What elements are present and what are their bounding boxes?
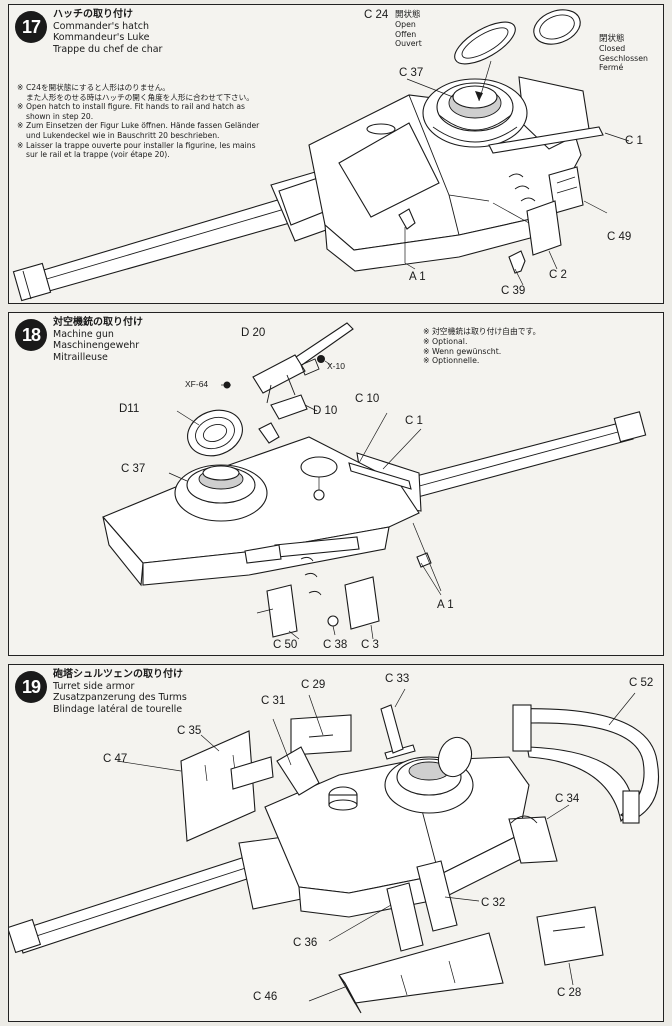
note-line: ※Wenn gewünscht.: [423, 346, 502, 356]
step-title-jp: 対空機銃の取り付け: [53, 317, 143, 328]
part-label: C 32: [481, 897, 506, 909]
part-label: C 47: [103, 753, 128, 765]
part-label: C 50: [273, 639, 298, 651]
note-line: ※Laisser la trappe ouverte pour installe…: [17, 140, 256, 160]
part-label: C 49: [607, 231, 632, 243]
part-label: D 20: [241, 327, 266, 339]
step-title-jp: ハッチの取り付け: [53, 9, 133, 20]
step-title-fr: Mitrailleuse: [53, 351, 108, 363]
part-label: C 37: [121, 463, 146, 475]
part-label: C 36: [293, 937, 318, 949]
step-title-fr: Blindage latéral de tourelle: [53, 703, 183, 715]
part-label: D11: [119, 403, 140, 415]
part-label: C 28: [557, 987, 582, 999]
step-number-badge: 17: [15, 11, 47, 43]
step-title-de: Kommandeur's Luke: [53, 32, 150, 43]
note-line: ※Open hatch to install figure. Fit hands…: [17, 102, 245, 121]
step-title-de: Maschinengewehr: [53, 340, 140, 351]
closed-state-caption: 閉状態 Closed Geschlossen Fermé: [599, 34, 648, 73]
part-label: A 1: [437, 599, 454, 611]
step-notes: ※C24を開状態にすると人形はのりません。 また人形をのせる時はハッチの開く角度…: [17, 83, 262, 160]
note-line: ※Optionnelle.: [423, 356, 480, 366]
part-label: X-10: [327, 361, 345, 371]
part-label: C 33: [385, 673, 410, 685]
part-label: C 35: [177, 725, 202, 737]
optional-note: ※対空機銃は取り付け自由です。 ※Optional. ※Wenn gewünsc…: [423, 327, 540, 366]
note-line: ※C24を開状態にすると人形はのりません。: [17, 83, 170, 92]
part-label: C 3: [361, 639, 379, 651]
part-label: C 1: [625, 135, 643, 147]
step-19-panel: 19 砲塔シュルツェンの取り付け Turret side armor Zusat…: [8, 664, 664, 1022]
step-title-block: 対空機銃の取り付け Machine gun Maschinengewehr Mi…: [53, 317, 143, 363]
part-label: C 1: [405, 415, 423, 427]
open-state-caption: 開状態 Open Offen Ouvert: [395, 10, 422, 49]
part-label: C 34: [555, 793, 580, 805]
note-line: ※Zum Einsetzen der Figur Luke öffnen. Hä…: [17, 121, 260, 140]
part-label: C 52: [629, 677, 654, 689]
step-title-block: ハッチの取り付け Commander's hatch Kommandeur's …: [53, 9, 162, 55]
step-title-de: Zusatzpanzerung des Turms: [53, 692, 187, 703]
part-label: C 29: [301, 679, 326, 691]
side-armor-drawing: [9, 688, 660, 1014]
part-label: A 1: [409, 271, 426, 283]
part-label: C 31: [261, 695, 286, 707]
note-line: また人形をのせる時はハッチの開く角度を人形に合わせて下さい。: [26, 92, 254, 102]
part-label: C 38: [323, 639, 348, 651]
step-18-panel: 18 対空機銃の取り付け Machine gun Maschinengewehr…: [8, 312, 664, 656]
part-label: C 24: [364, 9, 389, 21]
part-label: D 10: [313, 405, 338, 417]
machine-gun-drawing: [102, 322, 647, 640]
step-title-jp: 砲塔シュルツェンの取り付け: [53, 669, 183, 680]
step-title-en: Turret side armor: [53, 680, 135, 692]
step-number-badge: 19: [15, 671, 47, 703]
step-title-en: Machine gun: [53, 328, 114, 340]
note-line: ※対空機銃は取り付け自由です。: [423, 327, 541, 336]
turret-hatch-drawing: [12, 9, 630, 302]
part-label: C 37: [399, 67, 424, 79]
step-title-en: Commander's hatch: [53, 20, 149, 32]
step-title-fr: Trappe du chef de char: [53, 43, 163, 55]
part-label: C 10: [355, 393, 380, 405]
part-label: C 39: [501, 285, 526, 297]
step-number-badge: 18: [15, 319, 47, 351]
part-label: C 2: [549, 269, 567, 281]
step-17-panel: 17 ハッチの取り付け Commander's hatch Kommandeur…: [8, 4, 664, 304]
part-label: XF-64: [185, 379, 209, 389]
part-label: C 46: [253, 991, 278, 1003]
note-line: ※Optional.: [423, 336, 468, 346]
step-title-block: 砲塔シュルツェンの取り付け Turret side armor Zusatzpa…: [53, 669, 187, 715]
